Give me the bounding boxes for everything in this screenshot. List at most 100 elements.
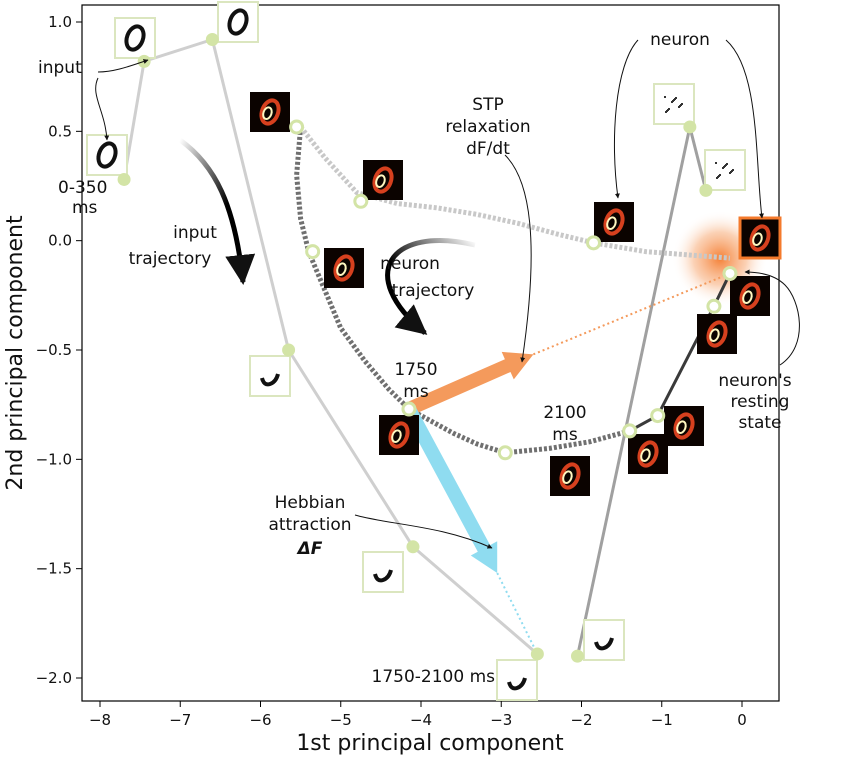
neuron-digit-glyph [739, 282, 761, 310]
neuron-digit-glyph [259, 98, 281, 126]
y-tick-label-3: −0.5 [36, 341, 72, 359]
annotation-stp-2: relaxation [445, 117, 530, 137]
marker-layer [117, 32, 738, 663]
digit-thumbnail-15 [628, 434, 668, 474]
annotation-1750-unit: ms [403, 382, 429, 402]
thumb-frame [362, 551, 404, 593]
noise-dot [668, 108, 670, 110]
thumb-frame [738, 216, 782, 260]
hollow-marker-7 [706, 298, 722, 314]
digit-thumbnail-5 [496, 659, 538, 701]
annotation-2100: 2100 [543, 403, 586, 423]
annotation-neuron-trajectory-1: neuron [380, 254, 440, 274]
noise-dot [715, 162, 717, 164]
annotation-neuron-top: neuron [650, 30, 710, 50]
series-line-0 [122, 37, 539, 656]
input-pointer-2 [95, 77, 110, 141]
noise-dot [726, 163, 728, 165]
noise-dot [681, 103, 683, 105]
hollow-marker-8 [722, 265, 738, 281]
noise-dot [675, 97, 677, 99]
thumb-frame [697, 314, 737, 354]
filled-marker-4 [406, 540, 420, 554]
x-axis-label: 1st principal component [296, 731, 564, 756]
annotation-1750-2100: 1750-2100 ms [372, 667, 496, 687]
annotation-stp-1: STP [472, 95, 503, 115]
neuron-digit-highlight [336, 262, 347, 276]
neuron-pointer-1 [613, 39, 639, 199]
hollow-marker-0 [289, 119, 305, 135]
resting-pointer [744, 269, 800, 366]
filled-marker-2 [205, 32, 219, 46]
hollow-marker-6 [650, 408, 666, 424]
filled-marker-6 [570, 649, 584, 663]
annotation-resting-1: neuron's [718, 371, 791, 391]
hollow-marker-5 [622, 423, 638, 439]
digit-thumbnail-14 [550, 456, 590, 496]
y-tick-label-2: 0.0 [48, 232, 72, 250]
x-tick-label-4: −4 [410, 711, 432, 729]
thumb-frame [86, 134, 128, 176]
digit-thumbnail-17 [697, 314, 737, 354]
neuron-digit-highlight [262, 106, 273, 120]
neuron-digit-highlight [742, 290, 753, 304]
thumb-frame [653, 83, 695, 125]
annotation-hebb-2: attraction [268, 515, 351, 535]
neuron-digit-glyph [372, 166, 394, 194]
stp-relaxation-arrow [406, 351, 534, 416]
hollow-marker-2 [305, 244, 321, 260]
hebbian-attraction-arrow [402, 405, 498, 573]
thumb-frame [379, 415, 419, 455]
x-tick-label-1: −7 [169, 711, 191, 729]
digit-thumbnail-11 [324, 248, 364, 288]
thumb-frame [250, 92, 290, 132]
stp-pointer [504, 154, 532, 363]
noise-dot [732, 169, 734, 171]
thumb-frame [217, 1, 259, 43]
neuron-digit-glyph [603, 208, 625, 236]
filled-marker-0 [117, 172, 131, 186]
annotation-stp-3: dF/dt [466, 139, 510, 159]
x-tick-label-3: −5 [330, 711, 352, 729]
digit-thumbnail-3 [249, 355, 291, 397]
annotation-hebb-3: ΔF [296, 539, 323, 559]
digit-thumbnail-8 [704, 149, 746, 191]
neuron-digit-highlight [709, 328, 720, 342]
series-line-2 [628, 272, 732, 433]
thumb-frame [324, 248, 364, 288]
annotation-input: input [38, 58, 82, 78]
x-tick-label-6: −2 [570, 711, 592, 729]
neuron-digit-glyph [637, 440, 659, 468]
neuron-digit-glyph [706, 320, 728, 348]
noise-dot [664, 96, 666, 98]
digit-thumbnail-19 [738, 216, 782, 260]
digit-partial-glyph [260, 373, 280, 387]
hollow-marker-1 [353, 193, 369, 209]
thumb-frame [363, 160, 403, 200]
hebb-pointer [354, 514, 493, 549]
neuron-digit-glyph [749, 224, 771, 252]
x-tick-label-2: −6 [249, 711, 271, 729]
thumb-frame [583, 619, 625, 661]
neuron-digit-highlight [562, 470, 573, 484]
thumb-frame [730, 276, 770, 316]
x-tick-label-5: −3 [490, 711, 512, 729]
arrow-layer [402, 272, 731, 655]
input-trajectory-arrow [178, 137, 256, 285]
digit-thumbnail-0 [114, 17, 156, 59]
annotation-hebb-1: Hebbian [275, 493, 346, 513]
neuron-digit-glyph [388, 421, 410, 449]
hollow-marker-4 [497, 445, 513, 461]
neuron-digit-highlight [752, 232, 763, 246]
digit-thumbnail-9 [250, 92, 290, 132]
annotation-resting-2: resting [731, 392, 790, 412]
series-line-3 [294, 126, 631, 456]
neuron-digit-highlight [676, 420, 687, 434]
annotation-2100-unit: ms [552, 425, 578, 445]
x-tick-label-8: 0 [737, 711, 747, 729]
digit-thumbnail-4 [362, 551, 404, 593]
y-tick-label-0: 1.0 [48, 13, 72, 31]
y-tick-label-1: 0.5 [48, 122, 72, 140]
